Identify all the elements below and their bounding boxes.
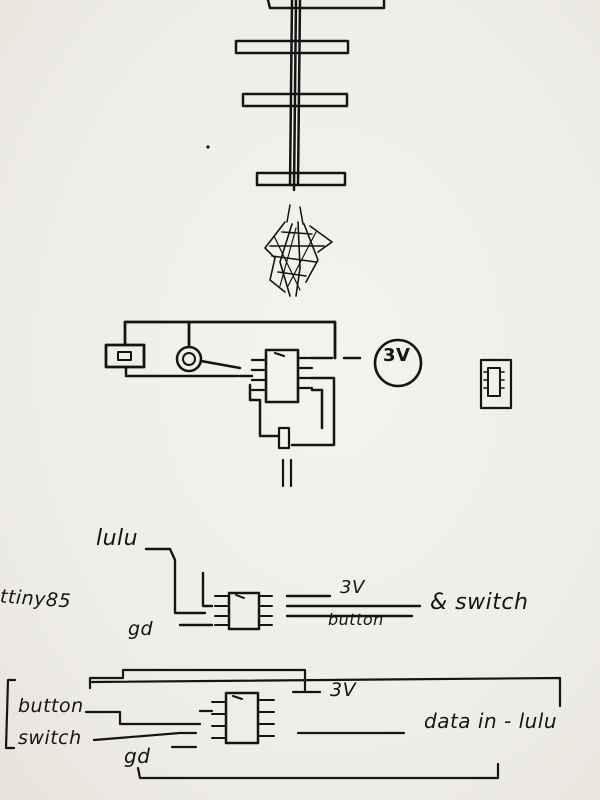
ground-label-bottom: gd	[124, 744, 151, 768]
chip-1-pins	[250, 351, 314, 392]
circuit-1-right-wires	[238, 356, 362, 447]
switch-knob	[117, 351, 132, 361]
chip-2-body	[227, 591, 261, 631]
ladder-rung-0	[266, 0, 386, 10]
ladder-rung-3	[255, 171, 347, 187]
capacitor-leads	[281, 458, 293, 488]
chip-3-pins	[211, 695, 275, 739]
circuit-2	[144, 547, 422, 631]
button-label-bottom: button	[18, 695, 84, 717]
ladder-rung-2	[241, 92, 349, 108]
switch-body	[104, 343, 146, 369]
circuit-1	[104, 320, 423, 488]
battery-3v-circle	[373, 338, 423, 388]
lulu-label: lulu	[96, 526, 139, 551]
ladder-sketch	[234, 0, 386, 192]
button-label-top: button	[328, 610, 384, 629]
switch-label-top: & switch	[430, 590, 529, 615]
chip-2-pins	[214, 594, 273, 626]
switch-label-bottom: switch	[18, 727, 82, 749]
data-in-label: data in - lulu	[424, 709, 558, 733]
chip-detail-body	[487, 367, 501, 397]
button-outer	[175, 345, 203, 373]
circuit-2-right-wires	[285, 594, 422, 618]
tassel-sketch	[264, 204, 333, 297]
voltage-label-top: 3V	[340, 577, 365, 598]
ink-dot	[206, 145, 210, 149]
chip-detail-outline	[479, 358, 513, 410]
chip-3-body	[224, 691, 260, 745]
circuit-1-left-wires	[124, 359, 242, 378]
circuit-2-left-wires	[144, 547, 214, 627]
circuit-3	[4, 668, 562, 780]
circuit-1-top-wire	[123, 320, 337, 360]
battery-3v-label: 3V	[383, 345, 411, 366]
ladder-rung-1	[234, 39, 350, 55]
ground-label-top: gd	[128, 618, 154, 640]
capacitor	[277, 426, 291, 450]
circuit-3-wires	[84, 668, 562, 749]
voltage-label-bottom: 3V	[330, 679, 357, 701]
button-inner	[182, 352, 196, 366]
chip-detail-sketch	[479, 358, 513, 410]
left-bracket	[4, 678, 17, 750]
circuit-3-right-wires	[291, 690, 406, 735]
circuit-3-bottom-wire	[136, 762, 500, 780]
chip-1-body	[264, 348, 300, 404]
